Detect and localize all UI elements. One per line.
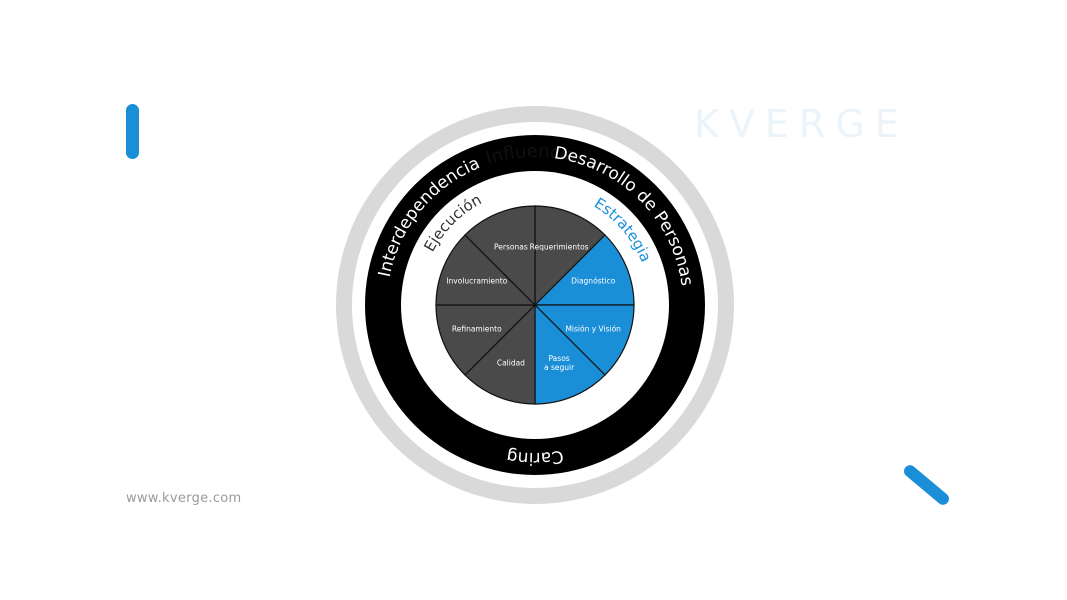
segment-involucramiento	[435, 234, 537, 306]
segment-diagnostico	[533, 234, 635, 306]
segment-label-personas: Personas	[494, 242, 528, 251]
segment-label-calidad: Calidad	[497, 359, 525, 368]
kverge-logo: KVERGE	[694, 102, 909, 146]
accent-bar	[126, 104, 139, 159]
segment-mision-y-vision	[533, 304, 635, 376]
segment-label-mision-y-vision: Misión y Visión	[565, 325, 621, 334]
segment-calidad	[464, 303, 536, 405]
segment-label-involucramiento: Involucramiento	[446, 276, 507, 285]
segment-label-refinamiento: Refinamiento	[452, 325, 502, 334]
segment-requerimientos	[534, 205, 606, 307]
segment-label-requerimientos: Requerimientos	[530, 242, 589, 251]
label-caring-text: Caring	[505, 446, 565, 468]
wheel-segments	[435, 205, 635, 405]
segment-pasos-a-seguir	[534, 303, 606, 405]
website-url[interactable]: www.kverge.com	[126, 491, 242, 506]
segment-label-diagnostico: Diagnóstico	[571, 276, 616, 285]
label-caring: Caring	[505, 446, 565, 468]
segment-personas	[464, 205, 536, 307]
segment-refinamiento	[435, 304, 537, 376]
